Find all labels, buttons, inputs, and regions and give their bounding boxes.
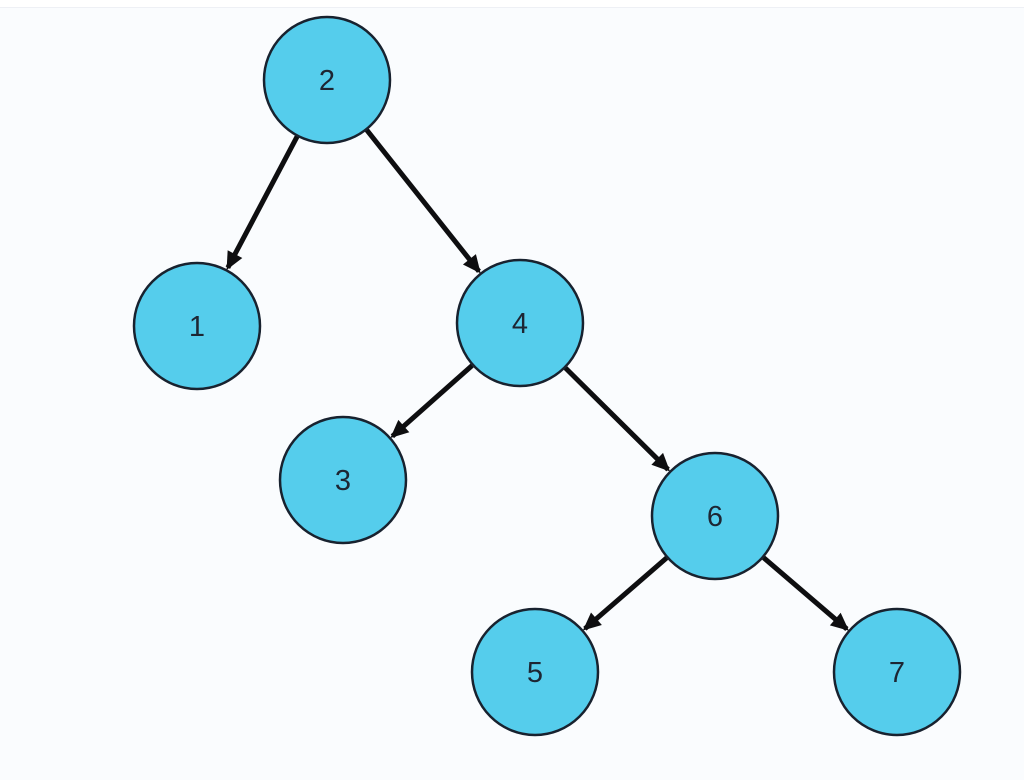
node-label-3: 3 bbox=[335, 465, 351, 497]
node-circle-1 bbox=[132, 261, 262, 391]
node-label-7: 7 bbox=[889, 657, 905, 689]
node-circle-7 bbox=[832, 607, 962, 737]
tree-node-2: 2 bbox=[262, 15, 392, 145]
edge-4-to-3 bbox=[390, 363, 474, 439]
top-edge-highlight bbox=[0, 0, 1024, 8]
node-circle-6 bbox=[650, 451, 780, 581]
node-label-1: 1 bbox=[189, 311, 205, 343]
edge-6-to-7 bbox=[761, 555, 849, 631]
tree-node-7: 7 bbox=[832, 607, 962, 737]
edge-6-to-5 bbox=[582, 556, 669, 631]
node-circle-3 bbox=[278, 415, 408, 545]
node-label-5: 5 bbox=[527, 657, 543, 689]
tree-node-3: 3 bbox=[278, 415, 408, 545]
tree-node-5: 5 bbox=[470, 607, 600, 737]
node-circle-5 bbox=[470, 607, 600, 737]
edge-4-to-6 bbox=[563, 366, 671, 472]
tree-node-1: 1 bbox=[132, 261, 262, 391]
node-label-2: 2 bbox=[319, 65, 335, 97]
node-circle-4 bbox=[455, 258, 585, 388]
edge-2-to-1 bbox=[225, 135, 300, 271]
tree-node-6: 6 bbox=[650, 451, 780, 581]
tree-node-4: 4 bbox=[455, 258, 585, 388]
edge-2-to-4 bbox=[364, 128, 481, 274]
node-label-4: 4 bbox=[512, 308, 528, 340]
node-circle-2 bbox=[262, 15, 392, 145]
node-label-6: 6 bbox=[707, 501, 723, 533]
